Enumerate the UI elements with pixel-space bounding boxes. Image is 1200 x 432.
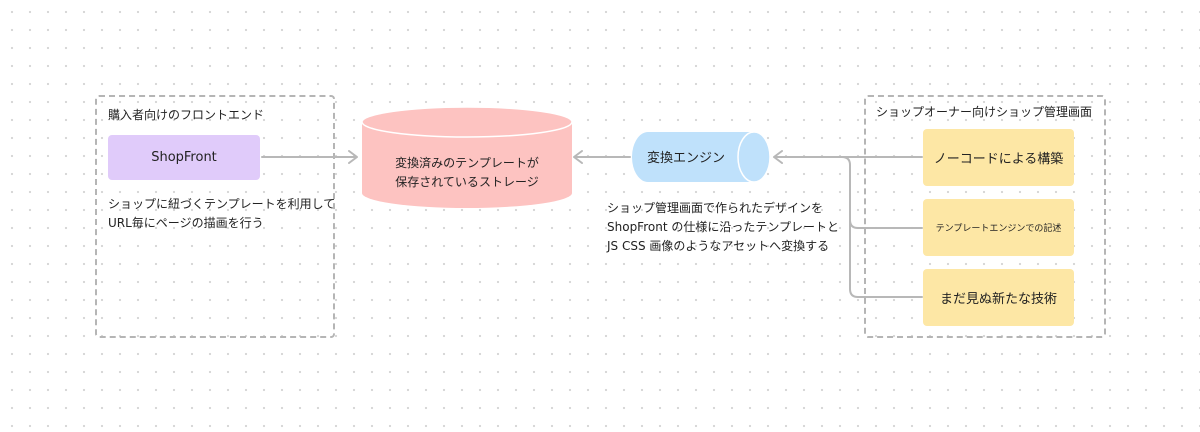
new-technology-node[interactable]: まだ見ぬ新たな技術 (923, 269, 1074, 326)
frontend-group-title: 購入者向けのフロントエンド (108, 108, 265, 122)
engine-note-line-2: ShopFront の仕様に沿ったテンプレートと (607, 220, 839, 234)
admin-group[interactable] (864, 95, 1106, 338)
nocode-build-node[interactable]: ノーコードによる構築 (923, 129, 1074, 186)
engine-note-line-1: ショップ管理画面で作られたデザインを (607, 201, 824, 215)
shopfront-note-line-2: URL毎にページの描画を行う (108, 216, 264, 230)
storage-label-line-2: 保存されているストレージ (395, 175, 538, 189)
engine-note: ショップ管理画面で作られたデザインを ShopFront の仕様に沿ったテンプレ… (607, 199, 839, 256)
shopfront-node[interactable]: ShopFront (108, 135, 260, 180)
storage-label-line-1: 変換済みのテンプレートが (395, 155, 539, 170)
admin-group-title: ショップオーナー向けショップ管理画面 (876, 105, 1093, 119)
connector-nocode-to-engine (773, 150, 923, 164)
storage-cylinder[interactable]: 変換済みのテンプレートが 保存されているストレージ (361, 106, 573, 208)
engine-cylinder[interactable]: 変換エンジン (632, 131, 771, 183)
connector-template-engine-to-engine (819, 156, 923, 229)
template-engine-node[interactable]: テンプレートエンジンでの記述 (923, 199, 1074, 256)
arrow-engine-to-storage (573, 150, 631, 164)
connector-new-technology-to-engine (849, 219, 923, 298)
engine-label: 変換エンジン (647, 150, 725, 166)
frontend-group[interactable] (95, 95, 335, 338)
shopfront-note: ショップに紐づくテンプレートを利用して URL毎にページの描画を行う (108, 195, 335, 233)
shopfront-note-line-1: ショップに紐づくテンプレートを利用して (108, 197, 336, 211)
arrow-shopfront-to-storage (261, 150, 358, 164)
engine-note-line-3: JS CSS 画像のようなアセットへ変換する (607, 239, 830, 253)
